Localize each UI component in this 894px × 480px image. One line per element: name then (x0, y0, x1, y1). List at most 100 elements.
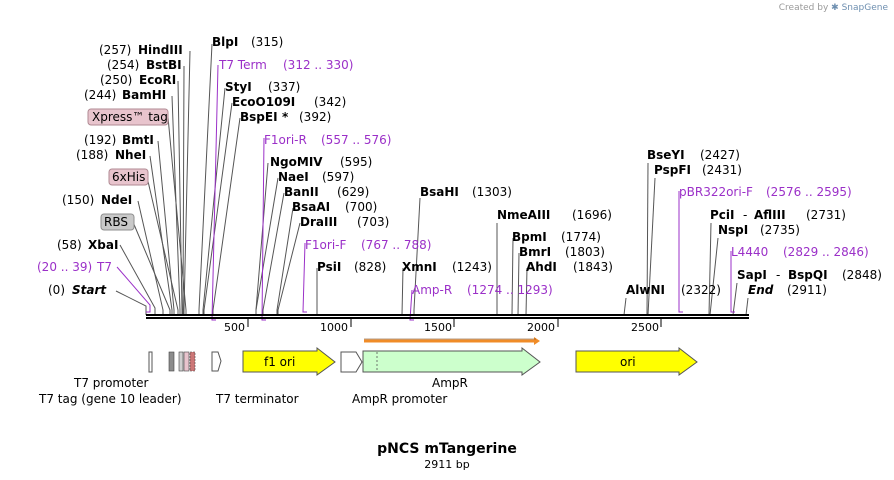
svg-text:(2427): (2427) (700, 148, 740, 162)
svg-text:(1274 .. 1293): (1274 .. 1293) (467, 283, 553, 297)
credit-brand: SnapGene (841, 3, 888, 13)
svg-text:NaeI: NaeI (278, 170, 309, 184)
site-label-bmti: (192) BmtI (84, 133, 154, 147)
svg-text:pBR322ori-F: pBR322ori-F (679, 185, 753, 199)
svg-text:T7 Term: T7 Term (218, 58, 267, 72)
svg-text:BanII: BanII (284, 185, 319, 199)
feature-label-t7-terminator: T7 terminator (215, 392, 299, 406)
tag-leaders (132, 116, 187, 315)
svg-text:StyI: StyI (225, 80, 252, 94)
svg-text:(250): (250) (100, 73, 132, 87)
svg-text:(1774): (1774) (561, 230, 601, 244)
site-label-xbai: (58) XbaI (57, 238, 118, 252)
ruler-tick-1500: 1500 (424, 321, 452, 334)
svg-text:BmrI: BmrI (519, 245, 551, 259)
svg-text:6xHis: 6xHis (112, 170, 145, 184)
site-label-ngomiv: NgoMIV (595) (270, 155, 372, 169)
site-label-bspei: BspEI * (392) (240, 110, 331, 124)
feature-ampr (362, 346, 541, 376)
svg-text:F1ori-R: F1ori-R (264, 133, 307, 147)
svg-text:(629): (629) (337, 185, 369, 199)
svg-text:DraIII: DraIII (300, 215, 337, 229)
site-label-sapi-bspqi: SapI - BspQI (2848) (737, 268, 882, 282)
svg-text:Xpress™ tag: Xpress™ tag (92, 110, 168, 124)
svg-text:BsaAI: BsaAI (292, 200, 330, 214)
svg-text:NspI: NspI (718, 223, 748, 237)
svg-text:(703): (703) (357, 215, 389, 229)
site-label-draiii: DraIII (703) (300, 215, 389, 229)
svg-text:BlpI: BlpI (212, 35, 238, 49)
svg-text:XbaI: XbaI (88, 238, 118, 252)
svg-text:BseYI: BseYI (647, 148, 685, 162)
site-label-styi: StyI (337) (225, 80, 300, 94)
site-label-bseyi: BseYI (2427) (647, 148, 740, 162)
svg-text:(1243): (1243) (452, 260, 492, 274)
site-label-nhei: (188) NheI (76, 148, 146, 162)
svg-text:f1 ori: f1 ori (264, 355, 295, 369)
svg-text:RBS: RBS (104, 215, 128, 229)
svg-text:(150): (150) (62, 193, 94, 207)
svg-text:BsaHI: BsaHI (420, 185, 459, 199)
svg-text:(1303): (1303) (472, 185, 512, 199)
svg-text:-: - (743, 208, 747, 222)
svg-text:(2576 .. 2595): (2576 .. 2595) (766, 185, 852, 199)
feature-f1-ori: f1 ori (242, 346, 336, 376)
svg-text:SapI: SapI (737, 268, 767, 282)
site-label-bmri: BmrI (1803) (519, 245, 605, 259)
svg-text:(2731): (2731) (806, 208, 846, 222)
site-label-psii: PsiI (828) (317, 260, 386, 274)
credit-prefix: Created by (778, 3, 829, 13)
svg-text:(1843): (1843) (573, 260, 613, 274)
svg-text:BstBI: BstBI (146, 58, 182, 72)
svg-text:BspQI: BspQI (788, 268, 828, 282)
feature-ori: ori (575, 346, 698, 376)
feature-label-ampr-promoter: AmpR promoter (352, 392, 447, 406)
primer-label-amp-r: Amp-R (1274 .. 1293) (412, 283, 553, 297)
svg-text:PciI: PciI (710, 208, 735, 222)
feature-t7-promoter (148, 351, 153, 373)
site-label-xmni: XmnI (1243) (402, 260, 492, 274)
svg-text:End: End (748, 283, 774, 297)
svg-text:(2911): (2911) (787, 283, 827, 297)
svg-text:PsiI: PsiI (317, 260, 341, 274)
site-label-alwni: AlwNI (2322) (626, 283, 721, 297)
svg-text:(2431): (2431) (702, 163, 742, 177)
svg-text:XmnI: XmnI (402, 260, 437, 274)
svg-text:(1696): (1696) (572, 208, 612, 222)
site-label-bstbi: (254) BstBI (107, 58, 182, 72)
svg-text:(1803): (1803) (565, 245, 605, 259)
tag-box-xpress: Xpress™ tag (87, 108, 169, 126)
svg-text:(312 .. 330): (312 .. 330) (283, 58, 353, 72)
ruler-tick-2500: 2500 (631, 321, 659, 334)
primer-leaders (116, 64, 735, 321)
site-label-nmeaiii: NmeAIII (1696) (497, 208, 612, 222)
svg-text:(254): (254) (107, 58, 139, 72)
feature-ampr-promoter (340, 351, 363, 373)
feature-label-ampr: AmpR (432, 376, 468, 390)
tag-box-rbs: RBS (100, 213, 135, 231)
svg-text:NmeAIII: NmeAIII (497, 208, 550, 222)
site-label-banii: BanII (629) (284, 185, 369, 199)
svg-text:(315): (315) (251, 35, 283, 49)
feature-t7-tag (168, 351, 175, 372)
svg-text:(828): (828) (354, 260, 386, 274)
site-label-hindiii: (257) HindIII (99, 43, 183, 57)
primer-label-f1ori-f: F1ori-F (767 .. 788) (305, 238, 431, 252)
leader-lines (115, 43, 749, 316)
svg-text:BmtI: BmtI (122, 133, 154, 147)
snapgene-credit: Created by ✱ SnapGene (779, 3, 888, 13)
site-label-start: (0) Start (48, 283, 107, 297)
svg-text:(595): (595) (340, 155, 372, 169)
orf-bar (364, 337, 540, 345)
site-label-bpmi: BpmI (1774) (512, 230, 601, 244)
site-label-naei: NaeI (597) (278, 170, 354, 184)
primer-label-pbr322ori-f: pBR322ori-F (2576 .. 2595) (679, 185, 852, 199)
svg-text:ori: ori (620, 355, 636, 369)
svg-text:(342): (342) (314, 95, 346, 109)
svg-text:(337): (337) (268, 80, 300, 94)
svg-text:(244): (244) (84, 88, 116, 102)
site-label-blpi: BlpI (315) (212, 35, 283, 49)
svg-text:-: - (776, 268, 780, 282)
svg-text:(2322): (2322) (681, 283, 721, 297)
svg-text:Start: Start (72, 283, 107, 297)
